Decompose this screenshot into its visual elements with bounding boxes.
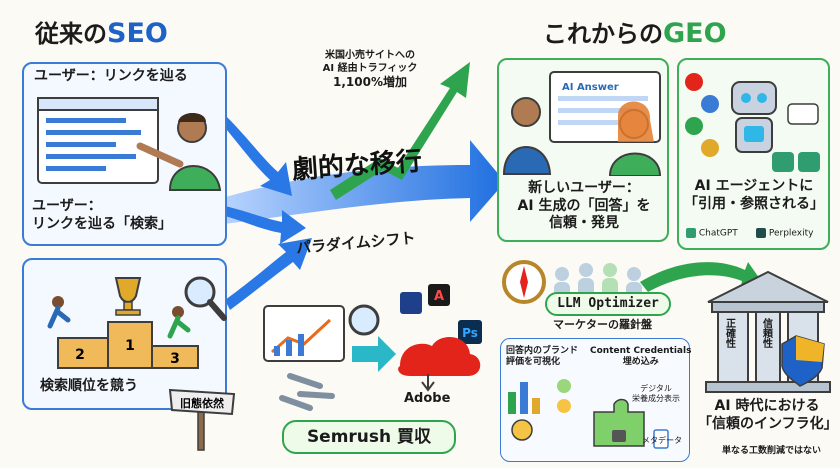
seo-caption-line2: リンクを辿る「検索」 [32, 215, 172, 232]
cc-line2: 埋め込み [622, 356, 659, 367]
pillar-reliability: 信頼性 [760, 318, 772, 348]
podium-label-3: 3 [170, 351, 180, 367]
compass-crowd-illustration [502, 260, 642, 304]
llm-optimizer-badge: LLM Optimizer [545, 292, 671, 316]
credentials-illustration [508, 379, 669, 449]
seo-panel1-caption: ユーザー： リンクを辿る「検索」 [32, 198, 172, 233]
perplexity-text: Perplexity [768, 228, 814, 239]
metadata-label: メタデータ [642, 436, 682, 445]
pillar-accuracy: 正確性 [723, 318, 735, 348]
semrush-badge: Semrush 買収 [282, 420, 456, 454]
geo-panel2-caption: AI エージェントに 「引用・参照される」 [683, 178, 825, 213]
app-icon-a: A [434, 289, 444, 304]
ai-answer-label: AI Answer [562, 82, 619, 93]
geo-agent-line2: 「引用・参照される」 [684, 195, 824, 212]
geo-panel1-caption: 新しいユーザー： AI 生成の「回答」を 信頼・発見 [504, 180, 664, 233]
trust-infra-caption: AI 時代における 「信頼のインフラ化」 [698, 398, 838, 433]
perplexity-label: Perplexity [756, 228, 814, 240]
signpost-illustration: 旧態依然 [168, 388, 236, 451]
traffic-stat: 米国小売サイトへの AI 経由トラフィック 1,100%増加 [305, 50, 435, 90]
cc-line1: Content Credentials [590, 346, 692, 356]
acquisition-illustration: A Ps [263, 284, 482, 411]
seo-panel1-title: ユーザー：リンクを辿る [34, 68, 188, 84]
nutrition-label: デジタル 栄養成分表示 [632, 384, 680, 403]
arrow-from-seo-2 [225, 206, 306, 244]
seo-title-accent: SEO [107, 18, 168, 49]
answer-illustration [502, 71, 662, 176]
traffic-stat-line3: 1,100%増加 [333, 75, 407, 89]
seo-title: 従来のSEO [35, 14, 168, 49]
arrow-from-seo-1 [222, 115, 292, 196]
seo-title-prefix: 従来の [35, 20, 107, 48]
podium-illustration: 2 1 3 [47, 276, 227, 369]
geo-title-accent: GEO [663, 18, 727, 49]
app-icon-ps: Ps [462, 326, 478, 340]
traffic-stat-line2: AI 経由トラフィック [322, 62, 418, 74]
geo-title-prefix: これからの [543, 20, 663, 48]
green-curve-arrow [640, 262, 762, 292]
podium-label-2: 2 [75, 347, 85, 363]
growth-arrow [330, 62, 470, 200]
robot-illustration [685, 73, 820, 172]
nutrition-line2: 栄養成分表示 [632, 393, 680, 403]
browser-illustration [37, 97, 222, 191]
brand-visibility-label: 回答内のブランド 評価を可視化 [506, 346, 578, 368]
content-credentials-label: Content Credentials 埋め込み [590, 346, 691, 368]
podium-label-1: 1 [125, 338, 135, 354]
llm-optimizer-sub: マーケターの羅針盤 [553, 318, 652, 331]
arrow-from-seo-3 [225, 238, 312, 310]
geo-caption-line1: 新しいユーザー： [528, 180, 640, 196]
geo-agent-line1: AI エージェントに [694, 178, 814, 194]
geo-title: これからのGEO [543, 14, 727, 49]
seo-panel2-caption: 検索順位を競う [40, 378, 138, 394]
infra-note: 単なる工数削減ではない [722, 446, 822, 456]
temple-illustration [705, 270, 831, 393]
nutrition-line1: デジタル [640, 384, 672, 393]
infra-line1: AI 時代における [714, 398, 820, 414]
perplexity-icon [756, 228, 766, 238]
adobe-label: Adobe [404, 391, 451, 406]
geo-caption-line2: AI 生成の「回答」を [517, 197, 651, 214]
traffic-stat-line1: 米国小売サイトへの [325, 50, 415, 61]
chatgpt-text: ChatGPT [698, 228, 738, 239]
geo-caption-line3: 信頼・発見 [549, 215, 619, 231]
seo-caption-line1: ユーザー： [32, 198, 102, 214]
infra-line2: 「信頼のインフラ化」 [698, 415, 838, 432]
chatgpt-icon [686, 228, 696, 238]
brand-line2: 評価を可視化 [506, 356, 561, 367]
chatgpt-label: ChatGPT [686, 228, 738, 240]
signpost-text: 旧態依然 [180, 396, 224, 410]
brand-line1: 回答内のブランド [506, 346, 579, 356]
